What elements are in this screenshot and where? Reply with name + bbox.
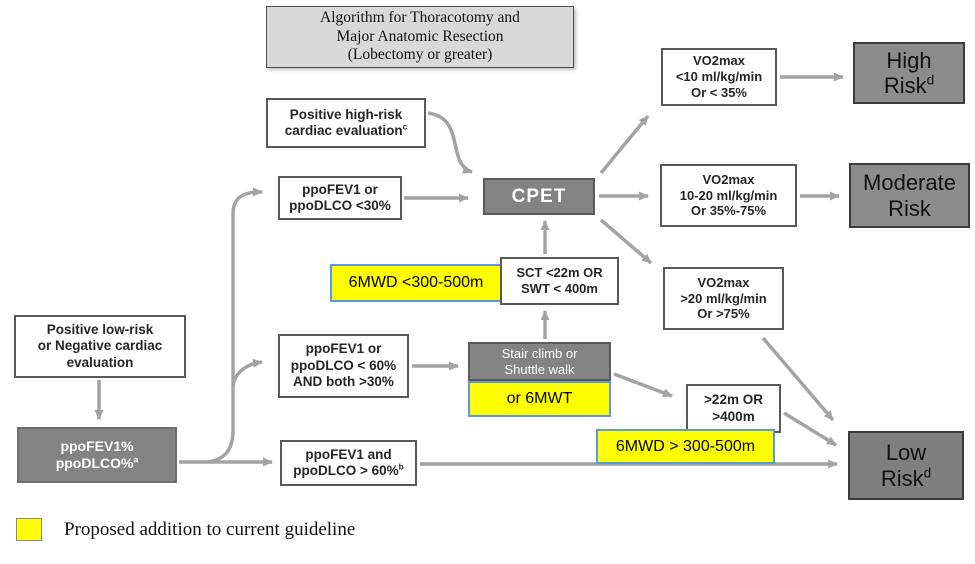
- node-label-line: High: [886, 47, 932, 73]
- node-sct-swt-thresholds: SCT <22m OR SWT < 400m: [500, 257, 619, 305]
- node-label-line: ppoDLCO <30%: [289, 198, 391, 213]
- node-positive-low-risk-cardiac: Positive low-risk or Negative cardiac ev…: [14, 315, 186, 378]
- node-vo2max-gt20: VO2max >20 ml/kg/min Or >75%: [663, 267, 784, 330]
- legend-yellow-swatch: [16, 518, 42, 541]
- footnote-sup: a: [133, 454, 139, 465]
- node-label-line: Risk: [888, 195, 931, 221]
- legend-label: Proposed addition to current guideline: [64, 518, 356, 540]
- node-label-text: CPET: [511, 185, 567, 207]
- node-label-line: Shuttle walk: [504, 361, 575, 377]
- node-label-line: Stair climb or: [501, 345, 578, 361]
- node-ppofev1-ppodlco-gt60: ppoFEV1 and ppoDLCO > 60%b: [280, 440, 417, 486]
- node-moderate-risk: Moderate Risk: [849, 163, 970, 228]
- node-label-line: evaluation: [66, 354, 134, 370]
- node-label-line: Positive low-risk: [46, 321, 154, 337]
- title-line: (Lobectomy or greater): [347, 46, 493, 64]
- node-label-text: or 6MWT: [506, 390, 573, 408]
- node-label-line: ppoFEV1%: [60, 437, 134, 454]
- node-label-line: VO2max: [692, 53, 746, 69]
- node-label-text: 6MWD <300-500m: [348, 274, 484, 292]
- node-label-line: >22m OR: [704, 392, 763, 408]
- node-label-line: VO2max: [697, 274, 750, 290]
- node-label-line: ppoDLCO < 60%: [290, 357, 397, 373]
- node-label-line: ppoFEV1 or: [302, 181, 378, 197]
- node-label-line: 10-20 ml/kg/min: [679, 187, 778, 203]
- node-label-text: ppoDLCO%: [55, 455, 134, 471]
- diagram-title: Algorithm for Thoracotomy and Major Anat…: [266, 6, 574, 68]
- node-label-text: cardiac evaluation: [284, 123, 403, 138]
- node-low-risk: Low Riskd: [848, 431, 964, 500]
- node-label-line: cardiac evaluationc: [284, 121, 408, 139]
- node-label-line: >20 ml/kg/min: [680, 290, 767, 306]
- node-label-line: Or < 35%: [690, 84, 747, 100]
- node-vo2max-10-20: VO2max 10-20 ml/kg/min Or 35%-75%: [660, 164, 797, 227]
- node-6mwd-lt-300-500m: 6MWD <300-500m: [330, 264, 502, 302]
- node-label-line: ppoDLCO%a: [56, 455, 139, 472]
- node-label-text: ppoDLCO > 60%: [293, 463, 399, 478]
- title-line: Algorithm for Thoracotomy and: [320, 8, 520, 26]
- node-label-line: SWT < 400m: [521, 281, 598, 296]
- node-label-line: ppoDLCO > 60%b: [293, 461, 404, 479]
- node-ppofev1-ppodlco-lt30: ppoFEV1 or ppoDLCO <30%: [278, 176, 402, 220]
- node-label-line: Riskd: [884, 73, 934, 98]
- footnote-sup: d: [926, 72, 935, 88]
- node-label-line: AND both >30%: [293, 374, 394, 390]
- footnote-sup: b: [398, 461, 404, 472]
- node-stair-climb-shuttle-walk: Stair climb or Shuttle walk: [468, 342, 611, 381]
- node-label-line: ppoFEV1 or: [305, 341, 382, 357]
- node-positive-high-risk-cardiac: Positive high-risk cardiac evaluationc: [266, 98, 426, 148]
- legend: Proposed addition to current guideline: [16, 518, 355, 541]
- node-ppofev1-ppodlco-percent: ppoFEV1% ppoDLCO%a: [17, 427, 177, 483]
- node-gt22m-gt400m: >22m OR >400m: [686, 384, 781, 433]
- node-or-6mwt: or 6MWT: [468, 381, 611, 417]
- node-cpet: CPET: [483, 178, 595, 215]
- node-label-line: or Negative cardiac: [37, 338, 163, 354]
- node-label-line: Moderate: [863, 170, 956, 196]
- node-high-risk: High Riskd: [853, 42, 965, 104]
- node-label-line: Or 35%-75%: [690, 203, 767, 219]
- node-label-line: ppoFEV1 and: [305, 446, 392, 462]
- node-ppofev1-ppodlco-lt60: ppoFEV1 or ppoDLCO < 60% AND both >30%: [278, 334, 409, 398]
- footnote-sup: d: [923, 465, 932, 481]
- node-label-text: Risk: [880, 465, 924, 491]
- node-label-line: Riskd: [881, 466, 931, 491]
- node-label-text: Risk: [883, 73, 927, 98]
- node-label-text: 6MWD > 300-500m: [615, 437, 756, 455]
- node-label-line: Or >75%: [697, 306, 750, 322]
- node-label-line: Low: [885, 440, 927, 466]
- node-label-line: VO2max: [702, 171, 755, 187]
- node-label-line: >400m: [712, 408, 755, 424]
- footnote-sup: c: [402, 121, 408, 132]
- node-6mwd-gt-300-500m: 6MWD > 300-500m: [596, 429, 775, 464]
- node-vo2max-lt10: VO2max <10 ml/kg/min Or < 35%: [661, 48, 777, 106]
- node-label-line: Positive high-risk: [289, 106, 403, 122]
- node-label-line: <10 ml/kg/min: [675, 69, 763, 85]
- node-label-line: SCT <22m OR: [516, 265, 603, 281]
- title-line: Major Anatomic Resection: [336, 27, 504, 45]
